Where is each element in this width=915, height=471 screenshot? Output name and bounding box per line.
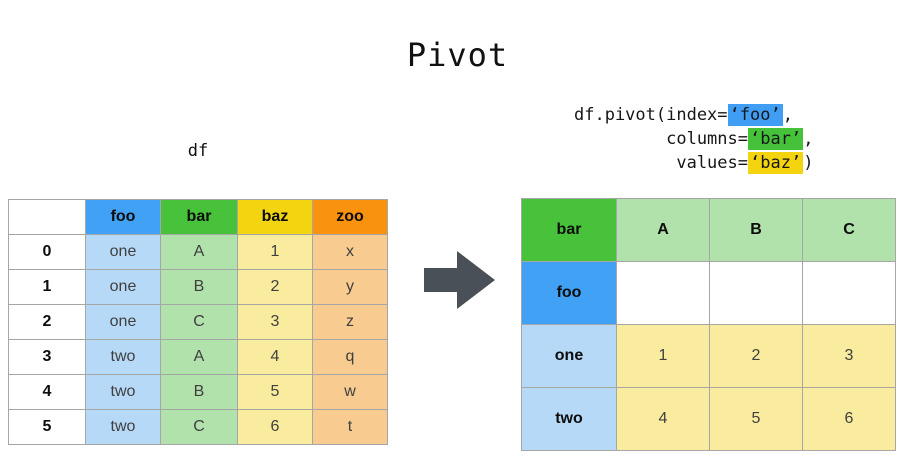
cell-baz: 3 [237,304,313,340]
column-header-bar: bar [160,199,238,235]
source-dataframe-table: foo bar baz zoo 0 one A 1 x 1 one B 2 y … [8,199,388,445]
cell-bar: B [160,269,238,305]
pivot-code-annotation: df.pivot(index=‘foo’, columns=‘bar’, val… [574,103,813,175]
value-cell: 5 [709,387,803,451]
value-cell: 2 [709,324,803,388]
table-row: 4 two B 5 w [8,374,388,410]
empty-cell [709,261,803,325]
column-header-foo: foo [85,199,161,235]
cell-baz: 4 [237,339,313,375]
cell-foo: two [85,339,161,375]
cell-baz: 2 [237,269,313,305]
code-segment: columns= [574,129,748,149]
code-highlight-bar: ‘bar’ [748,128,804,150]
cell-zoo: y [312,269,388,305]
cell-bar: C [160,304,238,340]
index-name-row: foo [521,261,896,325]
column-header-C: C [802,198,896,262]
cell-foo: one [85,269,161,305]
code-segment: df.pivot(index= [574,105,728,125]
corner-cell-foo: foo [521,261,617,325]
code-segment: ) [803,153,814,173]
source-table-label: df [187,141,209,161]
corner-cell-bar: bar [521,198,617,262]
cell-zoo: w [312,374,388,410]
table-row: 2 one C 3 z [8,304,388,340]
cell-foo: two [85,374,161,410]
row-index-two: two [521,387,617,451]
value-cell: 3 [802,324,896,388]
table-row: 3 two A 4 q [8,339,388,375]
cell-baz: 6 [237,409,313,445]
cell-bar: A [160,339,238,375]
value-cell: 4 [616,387,710,451]
cell-foo: one [85,304,161,340]
cell-baz: 5 [237,374,313,410]
empty-cell [802,261,896,325]
cell-bar: C [160,409,238,445]
table-header-row: bar A B C [521,198,896,262]
cell-bar: A [160,234,238,270]
code-segment: values= [574,153,748,173]
page-title: Pivot [406,36,509,74]
value-cell: 1 [616,324,710,388]
code-highlight-baz: ‘baz’ [748,152,804,174]
code-segment: , [803,129,814,149]
value-cell: 6 [802,387,896,451]
column-header-B: B [709,198,803,262]
column-header-A: A [616,198,710,262]
cell-foo: two [85,409,161,445]
row-index-one: one [521,324,617,388]
table-row: 1 one B 2 y [8,269,388,305]
cell-zoo: x [312,234,388,270]
cell-zoo: q [312,339,388,375]
table-row: one 1 2 3 [521,324,896,388]
cell-bar: B [160,374,238,410]
column-header-zoo: zoo [312,199,388,235]
table-row: 5 two C 6 t [8,409,388,445]
table-row: 0 one A 1 x [8,234,388,270]
table-header-row: foo bar baz zoo [8,199,388,235]
pivot-result-table: bar A B C foo one 1 2 3 two 4 5 6 [521,198,896,451]
row-index: 4 [8,374,86,410]
cell-zoo: z [312,304,388,340]
row-index: 1 [8,269,86,305]
row-index: 0 [8,234,86,270]
table-row: two 4 5 6 [521,387,896,451]
corner-cell [8,199,86,235]
cell-foo: one [85,234,161,270]
row-index: 3 [8,339,86,375]
cell-zoo: t [312,409,388,445]
row-index: 2 [8,304,86,340]
row-index: 5 [8,409,86,445]
empty-cell [616,261,710,325]
cell-baz: 1 [237,234,313,270]
code-highlight-foo: ‘foo’ [727,104,783,126]
code-segment: , [782,105,793,125]
column-header-baz: baz [237,199,313,235]
right-arrow-icon [424,251,495,309]
